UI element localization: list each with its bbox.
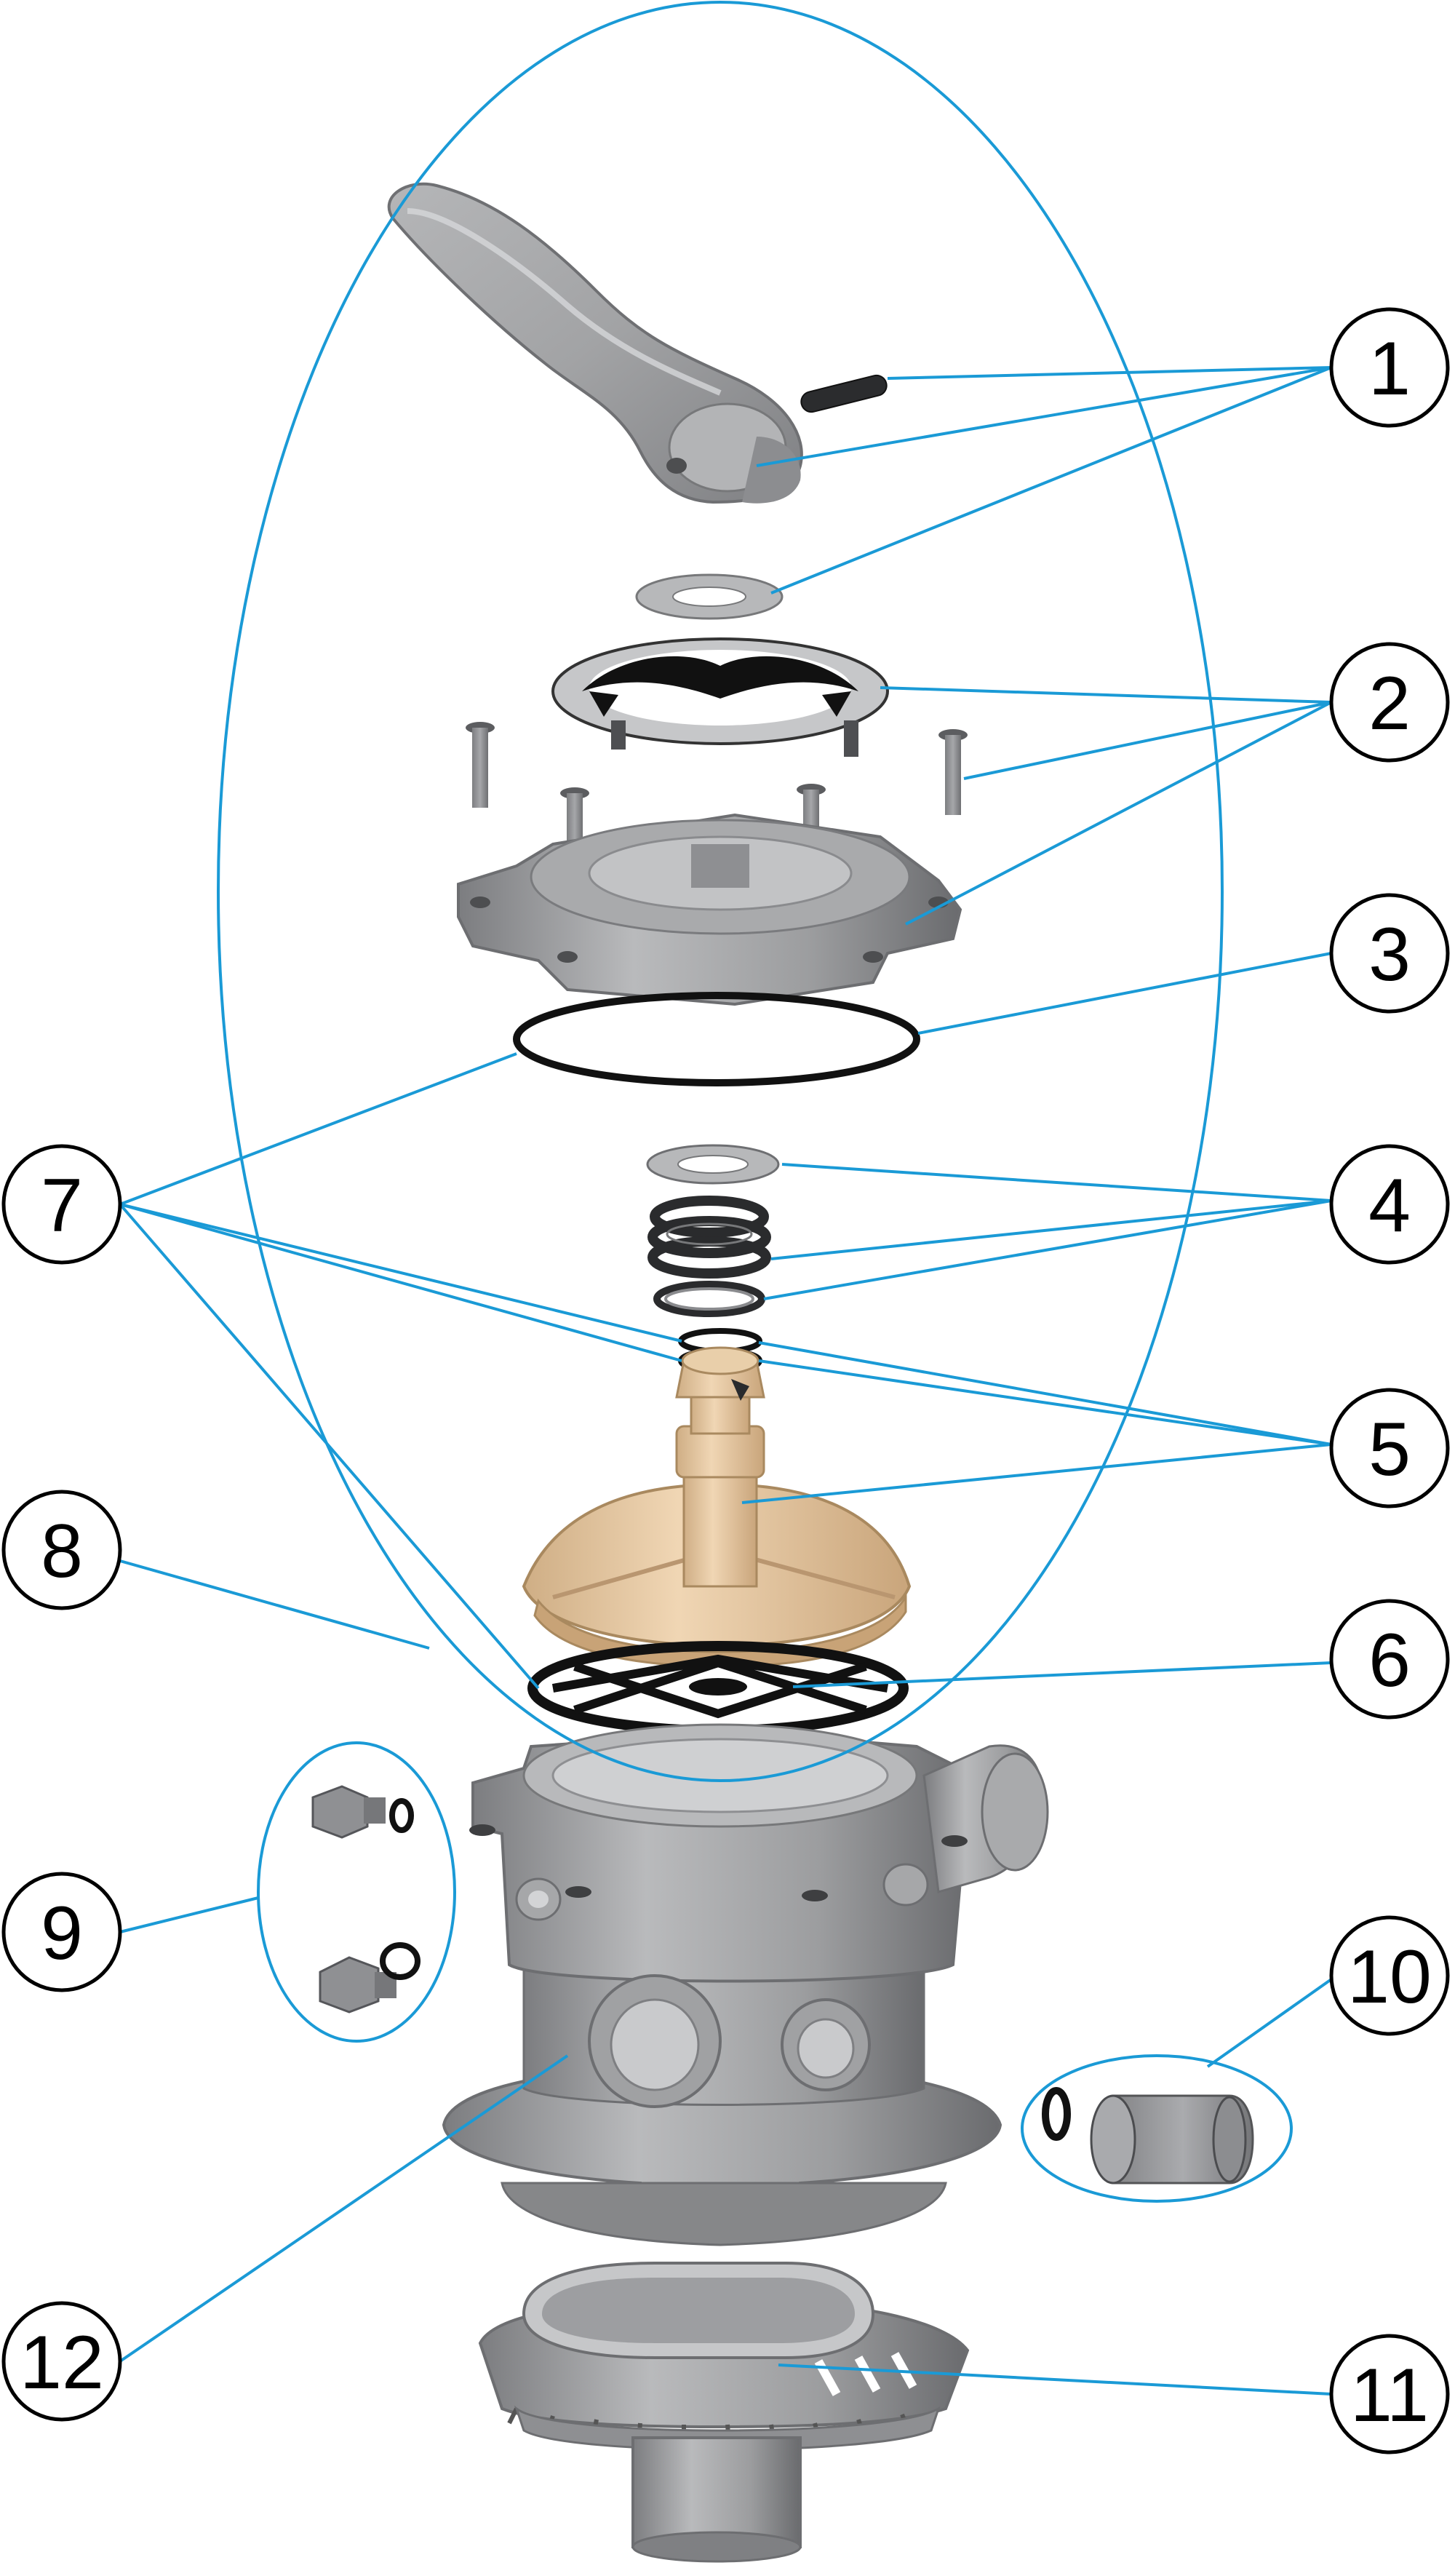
callout-10-label: 10 (1347, 1935, 1432, 2019)
leader-5b (758, 1359, 1332, 1446)
leader-10 (1206, 1978, 1333, 2068)
leader-11 (778, 2364, 1332, 2396)
leader-9 (119, 1896, 259, 1933)
spring-part (647, 1196, 771, 1279)
leader-7b (119, 1203, 682, 1343)
leader-2c (905, 701, 1332, 926)
callout-8-label: 8 (41, 1509, 83, 1594)
handle-part (387, 182, 803, 504)
upper-assembly-outline (217, 1, 1224, 1782)
washer-small-part (635, 573, 784, 620)
leader-lines (119, 366, 1333, 2396)
callout-6-label: 6 (1368, 1618, 1411, 1703)
leader-2a (880, 686, 1332, 704)
callout-5: 5 (1329, 1388, 1450, 1508)
valve-cover-part (457, 813, 962, 1006)
diffuser-part (478, 2262, 970, 2563)
leader-8 (119, 1559, 430, 1650)
callout-2: 2 (1329, 642, 1450, 763)
leader-5c (758, 1341, 1332, 1446)
leader-2b (963, 701, 1332, 780)
spring-ring-part (653, 1281, 765, 1317)
callout-4: 4 (1329, 1144, 1450, 1265)
union-fitting-part (1042, 2087, 1254, 2185)
leader-5a (741, 1443, 1332, 1504)
drain-plugs-part (311, 1785, 420, 2014)
leader-7a (119, 1052, 517, 1206)
callout-4-label: 4 (1368, 1164, 1411, 1248)
handle-pin-part (800, 374, 888, 413)
callout-11-label: 11 (1350, 2353, 1429, 2438)
leader-7d (119, 1203, 540, 1690)
callout-10: 10 (1329, 1915, 1450, 2036)
leader-7c (119, 1203, 682, 1362)
leader-1b (756, 366, 1332, 467)
leader-6 (792, 1661, 1332, 1688)
callout-7: 7 (1, 1144, 122, 1265)
cover-o-ring-part (513, 992, 920, 1086)
callout-7-label: 7 (41, 1164, 83, 1248)
leader-12 (119, 2054, 569, 2363)
plugs-outline (257, 1741, 456, 2043)
callout-5-label: 5 (1368, 1407, 1411, 1492)
leader-4a (781, 1163, 1332, 1202)
callout-1: 1 (1329, 307, 1450, 428)
callout-3-label: 3 (1368, 913, 1411, 997)
leader-1c (770, 366, 1332, 595)
callout-6: 6 (1329, 1599, 1450, 1720)
leader-1a (887, 366, 1332, 380)
callout-12: 12 (1, 2301, 122, 2422)
leader-3 (917, 952, 1332, 1035)
grouping-outlines (217, 1, 1293, 2203)
callout-9: 9 (1, 1872, 122, 1992)
cover-gasket-part (551, 637, 889, 745)
leader-4c (763, 1199, 1332, 1300)
callout-3: 3 (1329, 893, 1450, 1014)
union-outline (1021, 2054, 1293, 2203)
callout-11: 11 (1329, 2334, 1450, 2454)
callout-1-label: 1 (1368, 327, 1411, 411)
callout-2-label: 2 (1368, 661, 1411, 746)
callout-12-label: 12 (20, 2321, 104, 2405)
spider-gasket-part (527, 1641, 909, 1736)
callouts: 1 2 3 4 5 6 7 8 (1, 307, 1450, 2454)
callout-9-label: 9 (41, 1891, 83, 1976)
cover-screws-part (466, 720, 968, 870)
callout-8: 8 (1, 1490, 122, 1610)
parts-layer (311, 182, 1254, 2563)
spring-washer-part (646, 1144, 780, 1185)
leader-4b (770, 1199, 1332, 1260)
rotor-part (522, 1346, 912, 1668)
valve-body-part (442, 1723, 1049, 2246)
